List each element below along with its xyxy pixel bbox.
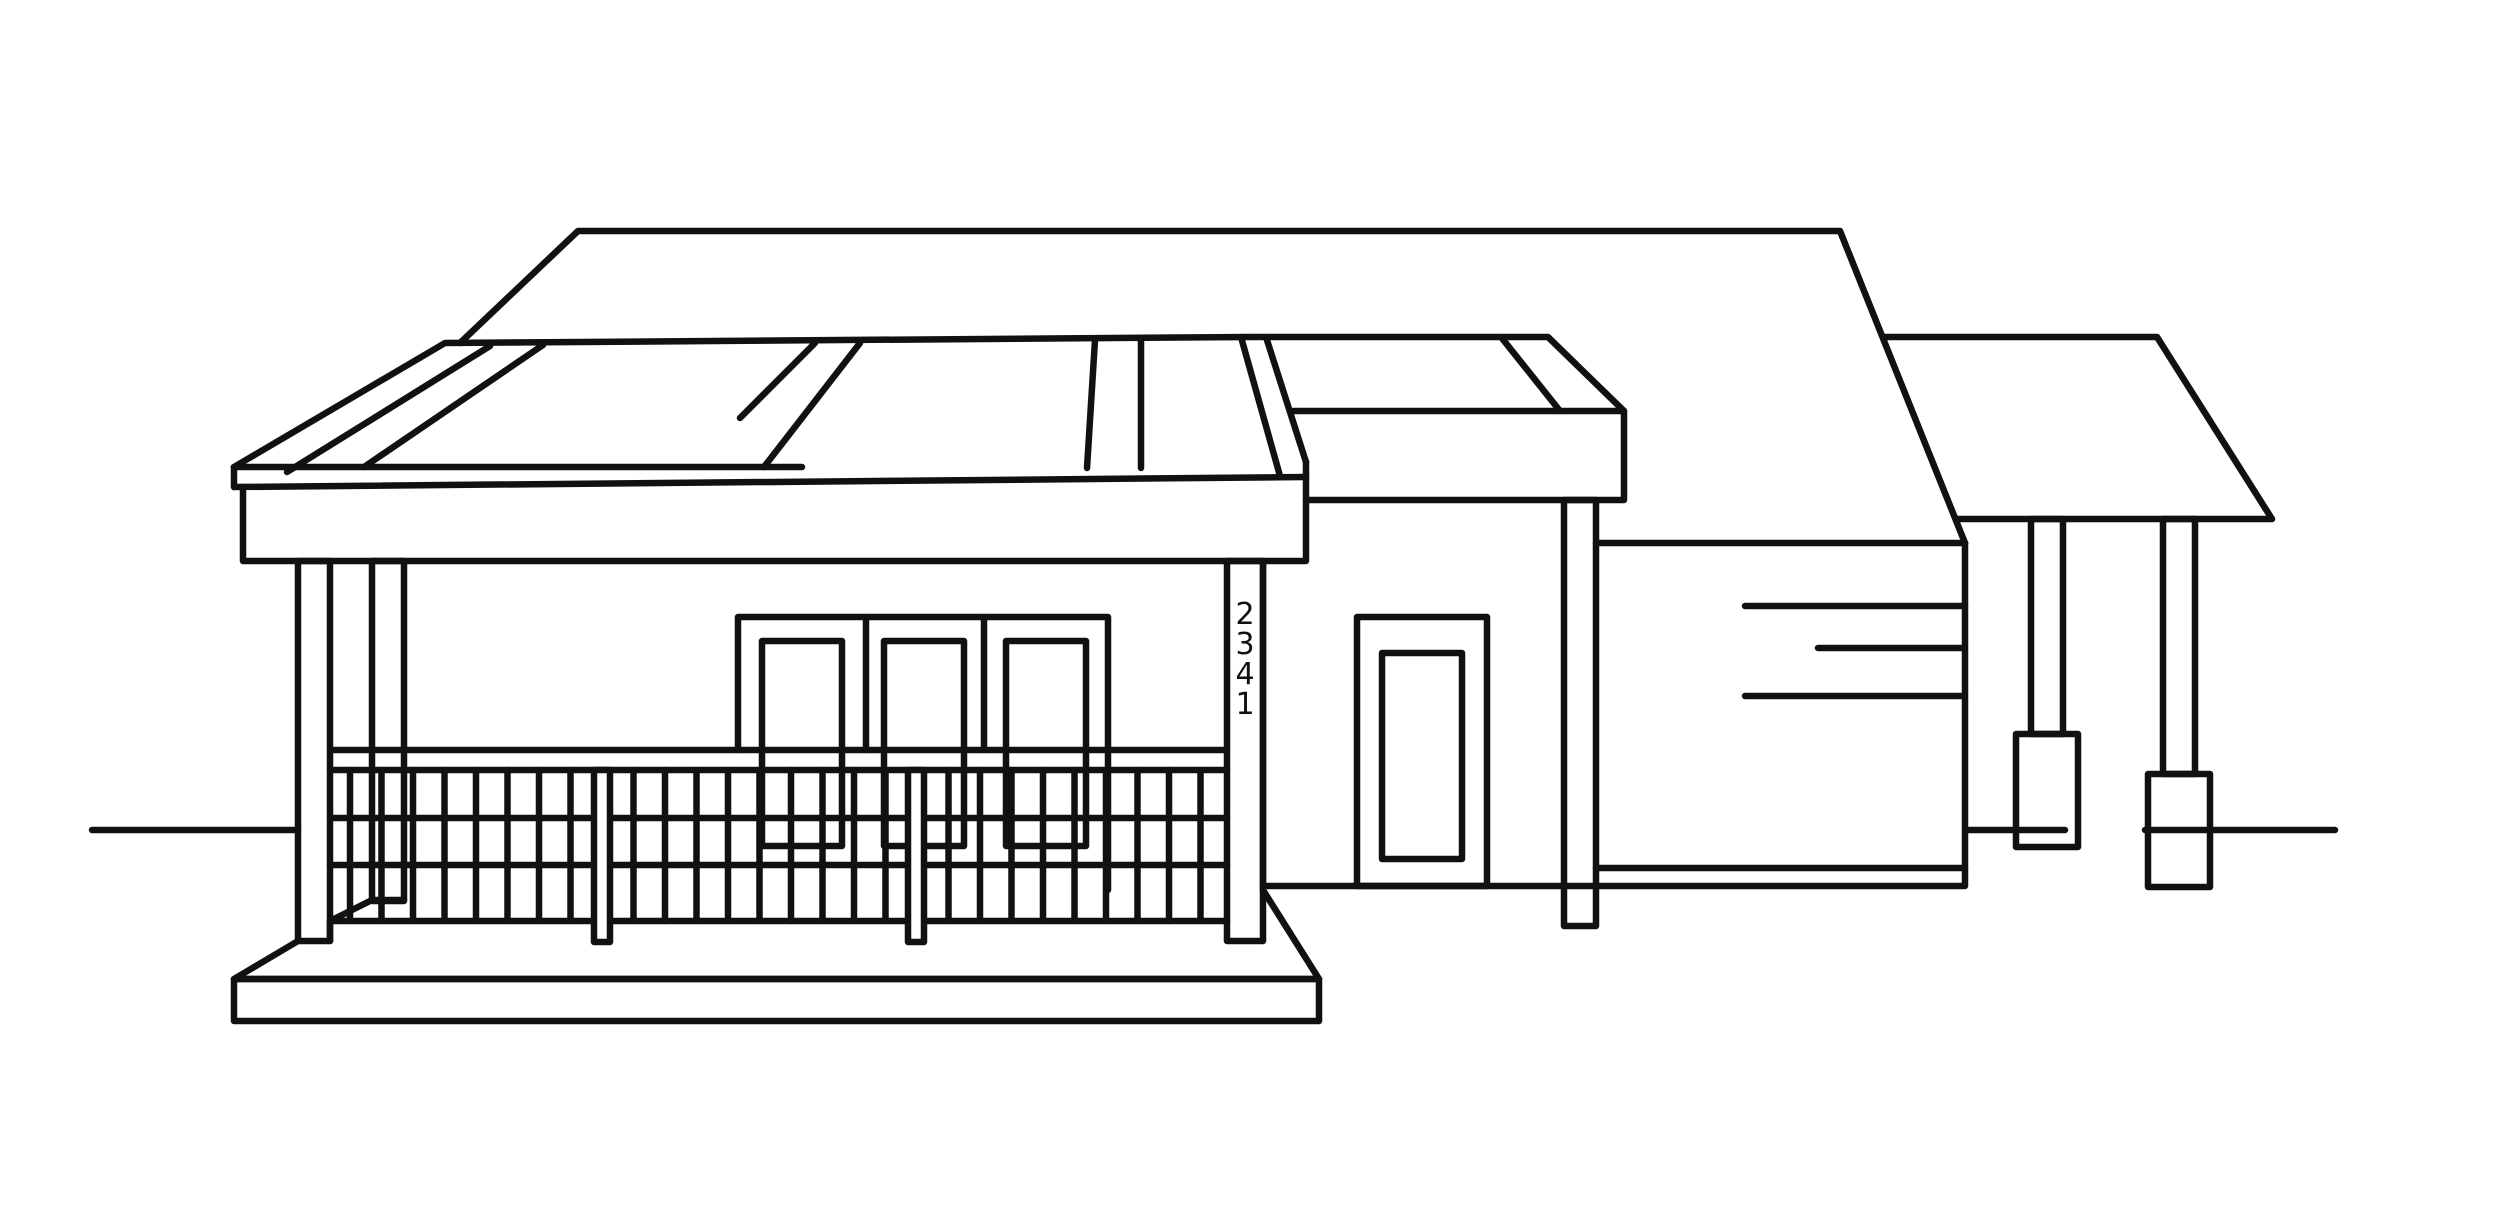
wing-wall bbox=[1259, 496, 1600, 930]
window-pane bbox=[758, 637, 846, 850]
house-number-digit: 1 bbox=[1235, 687, 1254, 722]
house-number-digit: 3 bbox=[1235, 627, 1254, 662]
front-door bbox=[1353, 613, 1491, 890]
wing-column bbox=[1560, 496, 1600, 930]
garage-roof bbox=[1592, 333, 2276, 547]
main-roof bbox=[456, 227, 1969, 547]
house-number: 2 3 4 1 bbox=[1235, 597, 1254, 722]
column-left bbox=[294, 557, 334, 945]
railing-post bbox=[904, 766, 928, 946]
railing-post bbox=[590, 766, 614, 946]
house-number-digit: 2 bbox=[1235, 597, 1254, 632]
deck-front bbox=[230, 975, 1323, 1025]
carport-posts bbox=[2012, 515, 2214, 891]
porch-deck bbox=[230, 886, 1323, 1025]
column-left-rear bbox=[368, 557, 408, 905]
post-base bbox=[2144, 770, 2214, 891]
post-base bbox=[2012, 730, 2082, 851]
porch-beam bbox=[239, 473, 1310, 565]
door-window bbox=[1378, 649, 1466, 863]
wing-roof bbox=[1246, 333, 1628, 504]
house-number-digit: 4 bbox=[1235, 657, 1254, 692]
garage bbox=[1592, 539, 1969, 890]
porch-railing bbox=[326, 746, 1231, 946]
porch-roof bbox=[230, 333, 1310, 491]
